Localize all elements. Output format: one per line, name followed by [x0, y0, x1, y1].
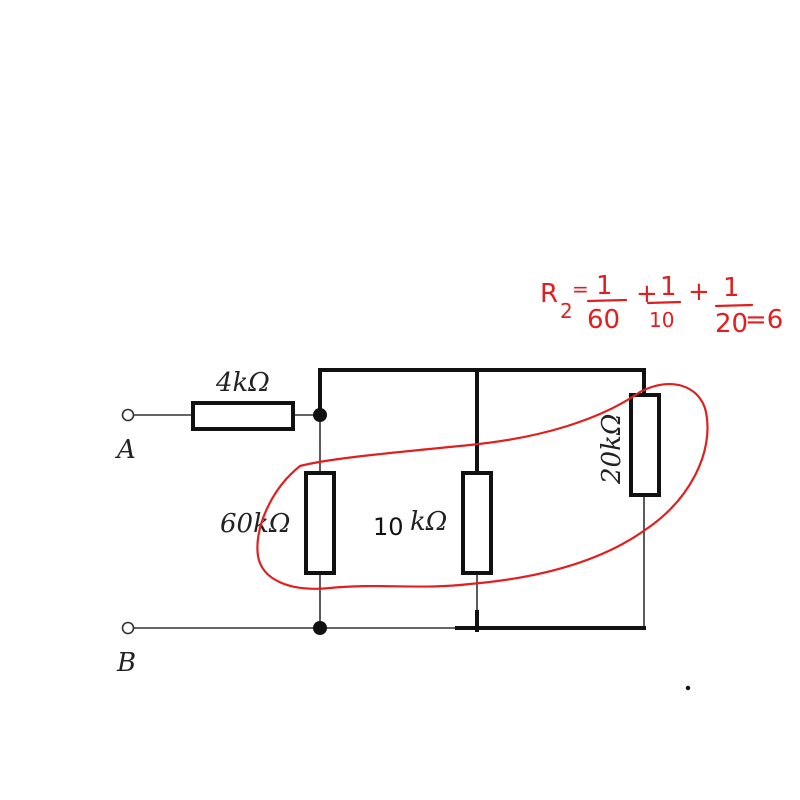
resistor-10k-number: 10 — [373, 513, 404, 541]
resistor-20k-label: 20kΩ — [597, 414, 627, 485]
resistor-10k — [461, 471, 493, 575]
formula-plus-2: + — [688, 277, 710, 307]
resistor-10k-unit: kΩ — [410, 507, 447, 537]
stray-dot — [685, 685, 691, 691]
terminal-b[interactable] — [121, 621, 135, 635]
formula-subscript: 2 — [560, 299, 573, 323]
resistor-60k — [304, 471, 336, 575]
formula-term1-bar — [586, 298, 628, 303]
formula-equals: = — [572, 277, 589, 301]
terminal-a-label: A — [115, 435, 136, 465]
formula-plus-1: + — [636, 279, 658, 309]
resistor-60k-label: 60kΩ — [220, 509, 290, 539]
formula-term1-num: 1 — [596, 271, 613, 301]
formula-term2-bar — [646, 300, 682, 305]
formula-term3-num: 1 — [723, 273, 740, 303]
node-bottom-left — [313, 621, 327, 635]
formula-term1-den: 60 — [587, 305, 620, 335]
formula-term3-den: 20 — [715, 309, 748, 339]
resistor-series-label: 4kΩ — [215, 368, 270, 398]
formula-term3-bar — [714, 303, 754, 308]
resistor-20k — [629, 393, 661, 497]
formula-term2-num: 1 — [660, 272, 677, 302]
formula-result: =6 — [745, 305, 783, 335]
terminal-a[interactable] — [121, 408, 135, 422]
formula-term2-den: 10 — [649, 308, 674, 332]
resistor-series — [191, 401, 295, 431]
handwritten-formula: R 2 = 1 60 + 1 10 + 1 20 =6 — [540, 271, 783, 339]
terminal-b-label: B — [116, 648, 136, 678]
handwritten-loop — [256, 383, 709, 590]
node-top-left — [313, 408, 327, 422]
formula-lhs: R — [540, 279, 558, 309]
